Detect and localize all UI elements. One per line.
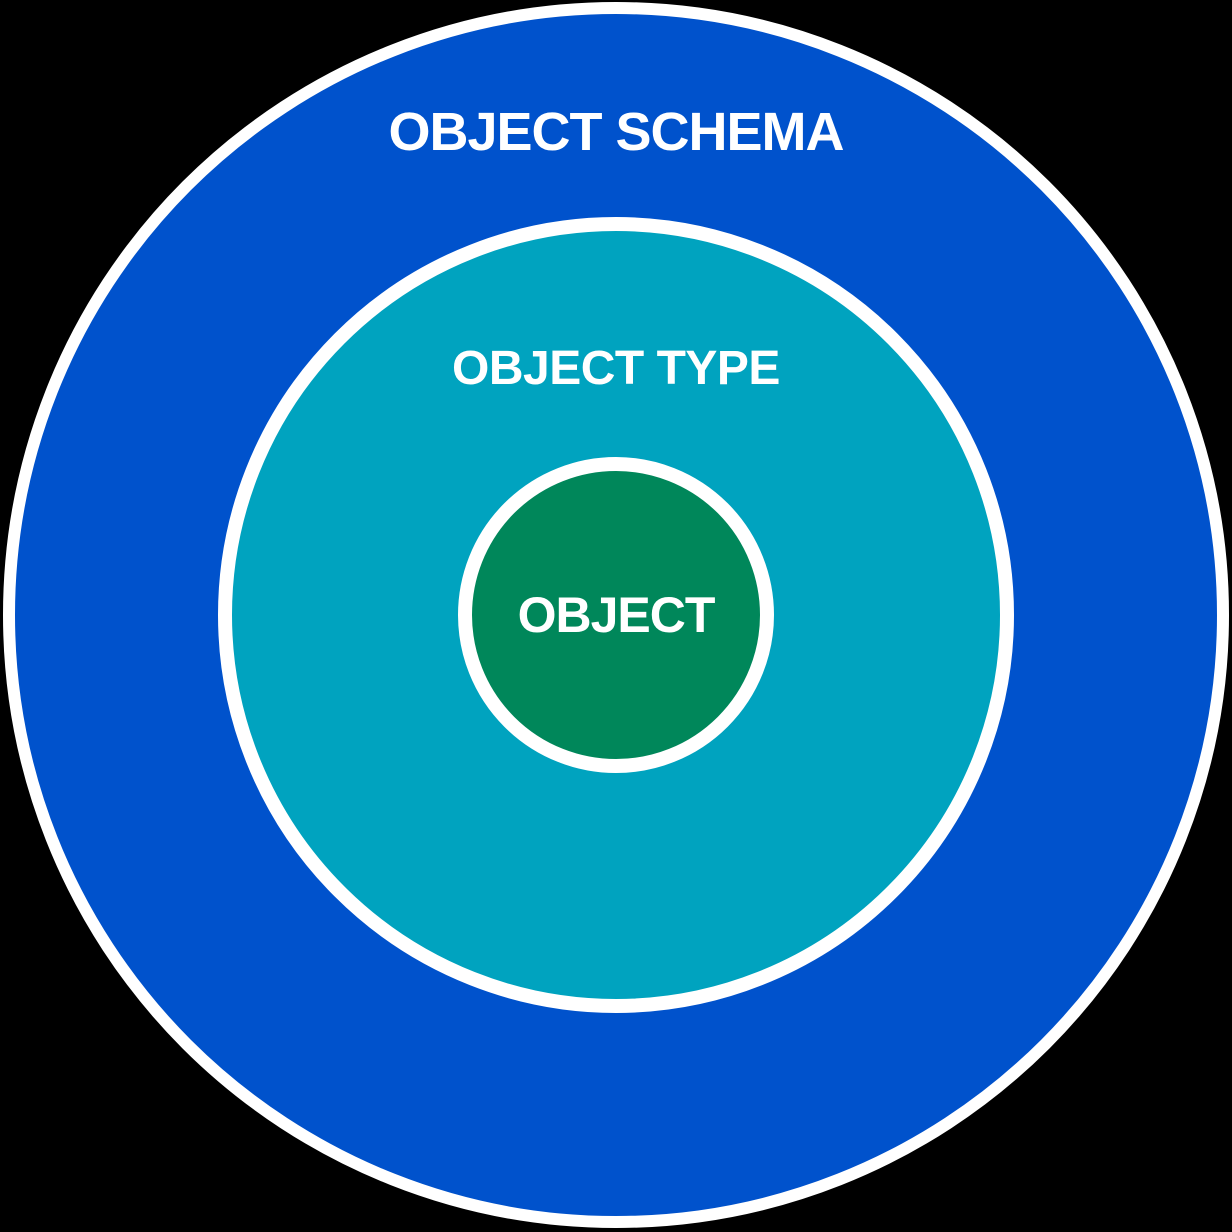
object-schema-label: OBJECT SCHEMA: [388, 102, 844, 162]
object-label: OBJECT: [517, 587, 716, 643]
object-circle: OBJECT: [458, 457, 774, 773]
object-type-label: OBJECT TYPE: [452, 342, 780, 395]
